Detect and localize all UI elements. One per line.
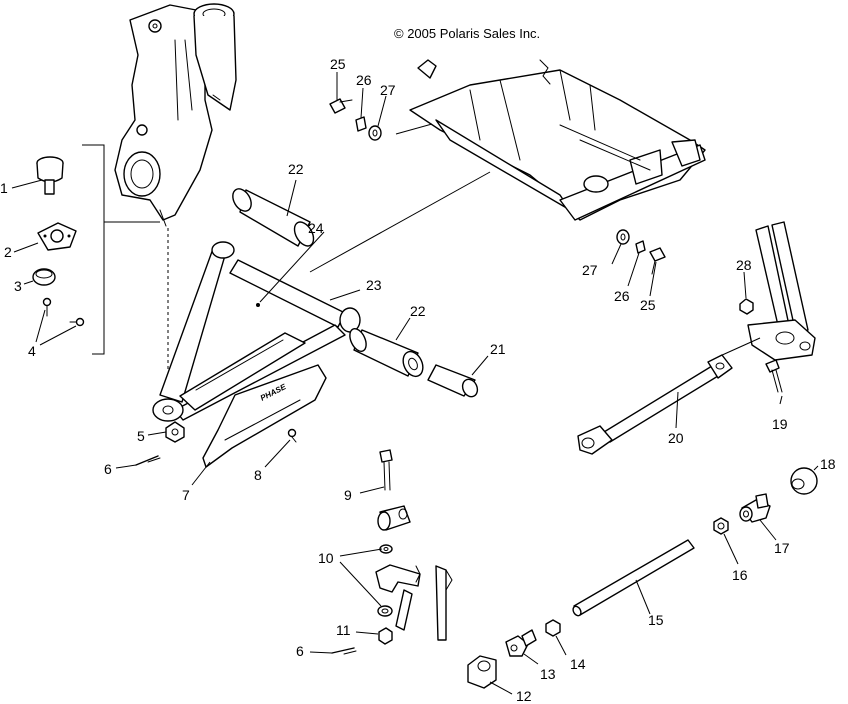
callout-7: 7 <box>182 487 190 503</box>
callout-9: 9 <box>344 487 352 503</box>
retaining-plate <box>13 222 77 253</box>
link-bushing-upper <box>377 505 411 531</box>
callout-28: 28 <box>736 257 752 273</box>
stabilizer-shaft <box>572 539 695 617</box>
callout-23: 23 <box>366 277 382 293</box>
callout-24: 24 <box>308 220 324 236</box>
a-arm-guard: PHASE <box>202 364 327 468</box>
callout-26-bottom: 26 <box>614 288 630 304</box>
bushing-sleeve <box>427 355 489 398</box>
group-bracket <box>82 144 105 355</box>
steering-post <box>747 221 816 361</box>
frame-bolt-bottom <box>649 247 666 297</box>
callout-20: 20 <box>668 430 684 446</box>
jam-nut-14 <box>545 619 567 656</box>
callout-5: 5 <box>137 428 145 444</box>
callout-25-top: 25 <box>330 56 346 72</box>
callout-18: 18 <box>820 456 836 472</box>
steering-knuckle <box>114 3 237 227</box>
castle-nut <box>147 421 185 443</box>
ball-joint <box>11 156 64 195</box>
callout-15: 15 <box>648 612 664 628</box>
callout-16: 16 <box>732 567 748 583</box>
tie-rod-bolt <box>765 359 783 405</box>
jam-nut-28 <box>739 271 754 315</box>
frame-bolt-top <box>329 72 353 114</box>
callout-4: 4 <box>28 343 36 359</box>
callout-6-lower: 6 <box>296 643 304 659</box>
bushing-upper <box>232 179 315 247</box>
callout-25-bottom: 25 <box>640 297 656 313</box>
rod-end-17 <box>739 493 777 541</box>
callout-10: 10 <box>318 550 334 566</box>
dust-seal <box>23 268 56 286</box>
lock-washer-top <box>355 87 367 132</box>
callout-17: 17 <box>774 540 790 556</box>
callout-12: 12 <box>516 688 532 704</box>
callout-26-top: 26 <box>356 72 372 88</box>
jam-nut-16 <box>713 517 739 565</box>
callout-8: 8 <box>254 467 262 483</box>
cotter-pin-lower <box>309 647 357 655</box>
callout-22-lower: 22 <box>410 303 426 319</box>
bolts <box>35 297 85 346</box>
cotter-pin <box>115 455 161 469</box>
link-bolt <box>359 449 393 494</box>
link-arm <box>375 564 453 641</box>
callout-21: 21 <box>490 341 506 357</box>
callout-2: 2 <box>4 244 12 260</box>
rod-end <box>505 629 539 665</box>
copyright-notice: © 2005 Polaris Sales Inc. <box>394 26 540 41</box>
callout-27-top: 27 <box>380 82 396 98</box>
washer-10b <box>377 605 393 617</box>
ball-socket <box>790 465 819 495</box>
end-cap <box>467 655 513 695</box>
frame-assembly <box>409 59 706 221</box>
callout-3: 3 <box>14 278 22 294</box>
nut-11 <box>355 627 393 645</box>
guard-bolt <box>264 428 297 468</box>
flat-washer-top <box>368 95 387 141</box>
callout-1: 1 <box>0 180 8 196</box>
callout-14: 14 <box>570 656 586 672</box>
lock-washer-bottom <box>627 240 646 287</box>
callout-22-upper: 22 <box>288 161 304 177</box>
callout-19: 19 <box>772 416 788 432</box>
flat-washer-bottom <box>611 229 630 265</box>
bushing-lower <box>349 317 424 378</box>
callout-27-bottom: 27 <box>582 262 598 278</box>
callout-13: 13 <box>540 666 556 682</box>
callout-6-upper: 6 <box>104 461 112 477</box>
callout-11: 11 <box>336 622 351 638</box>
callout-labels: 1 2 3 4 5 6 7 8 9 10 11 6 12 13 14 15 16… <box>0 56 836 704</box>
tie-rod <box>577 354 733 455</box>
a-arm <box>152 241 361 422</box>
